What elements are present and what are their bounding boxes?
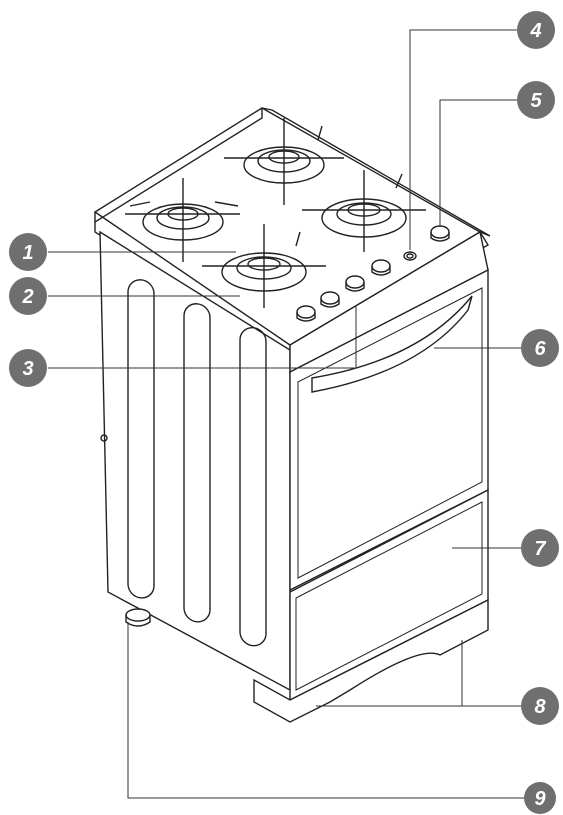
adjustable-foot [125, 608, 151, 627]
callout-lines [48, 29, 528, 799]
control-knobs [296, 225, 450, 322]
svg-text:6: 6 [534, 338, 546, 360]
oven-handle [311, 295, 473, 393]
knob-3 [345, 275, 365, 292]
stove-illustration [93, 107, 491, 723]
callout-badges: 1 2 3 4 5 6 7 8 [9, 11, 559, 814]
callout-badge-5: 5 [517, 81, 555, 119]
side-rib-3 [239, 326, 267, 647]
cooktop-back-lip [94, 108, 263, 224]
knob-1 [296, 305, 316, 322]
leader-line-4 [409, 29, 518, 250]
leader-line-9 [127, 622, 528, 799]
svg-text:7: 7 [534, 538, 546, 560]
callout-badge-7: 7 [521, 529, 559, 567]
burner-rear-center [224, 118, 344, 205]
ignition-button [403, 251, 417, 261]
callout-badge-4: 4 [517, 11, 555, 49]
svg-text:2: 2 [21, 286, 33, 308]
side-rib-1 [127, 279, 155, 599]
leader-line-3 [48, 306, 357, 369]
burner-rear-left [125, 178, 240, 262]
svg-text:3: 3 [22, 358, 33, 380]
callout-badge-9: 9 [524, 782, 556, 814]
callout-badge-6: 6 [521, 329, 559, 367]
callout-badge-3: 3 [9, 349, 47, 387]
burner-front [202, 224, 326, 308]
knob-4 [371, 259, 391, 276]
burner-right [302, 170, 426, 252]
callout-badge-2: 2 [9, 277, 47, 315]
knob-5 [430, 225, 450, 242]
leader-line-8 [316, 640, 528, 707]
svg-text:8: 8 [534, 696, 546, 718]
svg-text:5: 5 [530, 90, 542, 112]
knob-2 [320, 291, 340, 308]
leader-line-5 [439, 99, 518, 226]
svg-text:4: 4 [529, 20, 541, 42]
side-screw [100, 434, 108, 442]
svg-text:1: 1 [22, 242, 33, 264]
side-rib-2 [183, 303, 211, 623]
base-plinth [253, 598, 489, 723]
callout-badge-1: 1 [9, 233, 47, 271]
callout-badge-8: 8 [521, 687, 559, 725]
svg-text:9: 9 [534, 788, 546, 810]
